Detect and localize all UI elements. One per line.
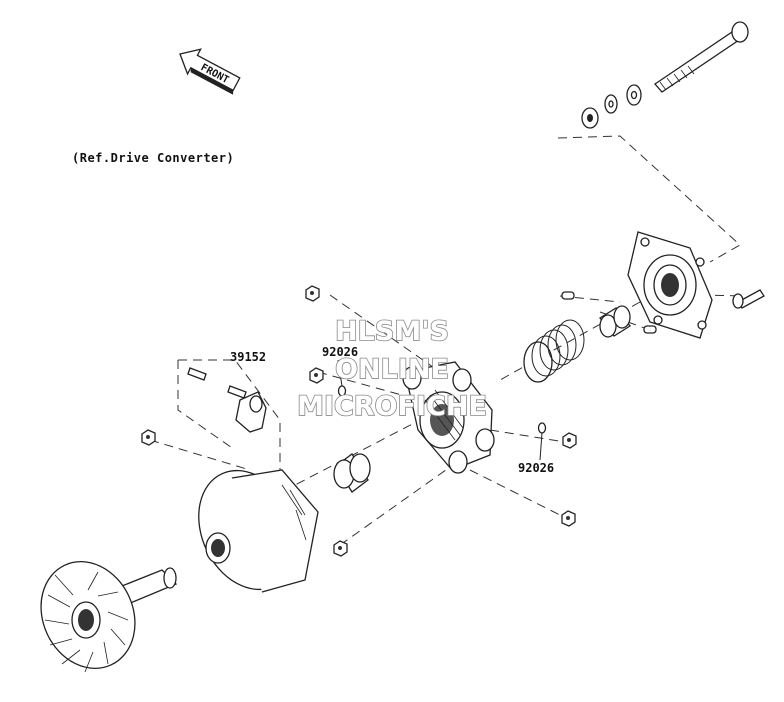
dowel-pin-left (561, 291, 575, 300)
nut-upper (305, 285, 320, 302)
watermark-line3: MICROFICHE (297, 391, 487, 422)
nut-right-upper (562, 432, 577, 449)
nut-middle (309, 367, 324, 384)
small-screw-left (187, 367, 207, 381)
pin-right (537, 422, 547, 434)
housing-bolt (732, 289, 765, 309)
washer-small (604, 94, 618, 114)
front-arrow-icon: FRONT (179, 48, 241, 95)
label-39152: 39152 (230, 350, 266, 364)
label-92026-right: 92026 (518, 461, 554, 475)
nut-left (141, 429, 156, 446)
washer-large (626, 84, 642, 106)
nut-lower (333, 540, 348, 557)
assembly-lines (149, 135, 746, 546)
reference-note: (Ref.Drive Converter) (72, 151, 234, 165)
long-bolt (654, 21, 749, 93)
label-92026-upper: 92026 (322, 345, 358, 359)
spider-cam-body (402, 361, 495, 474)
movable-sheave (198, 469, 319, 593)
leader-92026-upper (337, 359, 343, 387)
watermark-line2: ONLINE (335, 354, 449, 385)
bushing-sleeve-right (599, 305, 631, 338)
bearing-spacer (581, 107, 599, 129)
watermark: HLSM'S ONLINE MICROFICHE (296, 315, 487, 423)
small-screw-center (227, 385, 247, 399)
leader-92026-right (539, 432, 543, 461)
watermark-line1: HLSM'S (335, 316, 449, 347)
nut-right-lower (561, 510, 576, 527)
bracket-39152 (235, 391, 267, 433)
bushing-sleeve-left (333, 453, 371, 493)
bearing-housing-plate (627, 231, 713, 339)
compression-spring (523, 319, 585, 383)
dowel-pin-right (643, 325, 657, 334)
fixed-sheave-fan (40, 560, 178, 673)
